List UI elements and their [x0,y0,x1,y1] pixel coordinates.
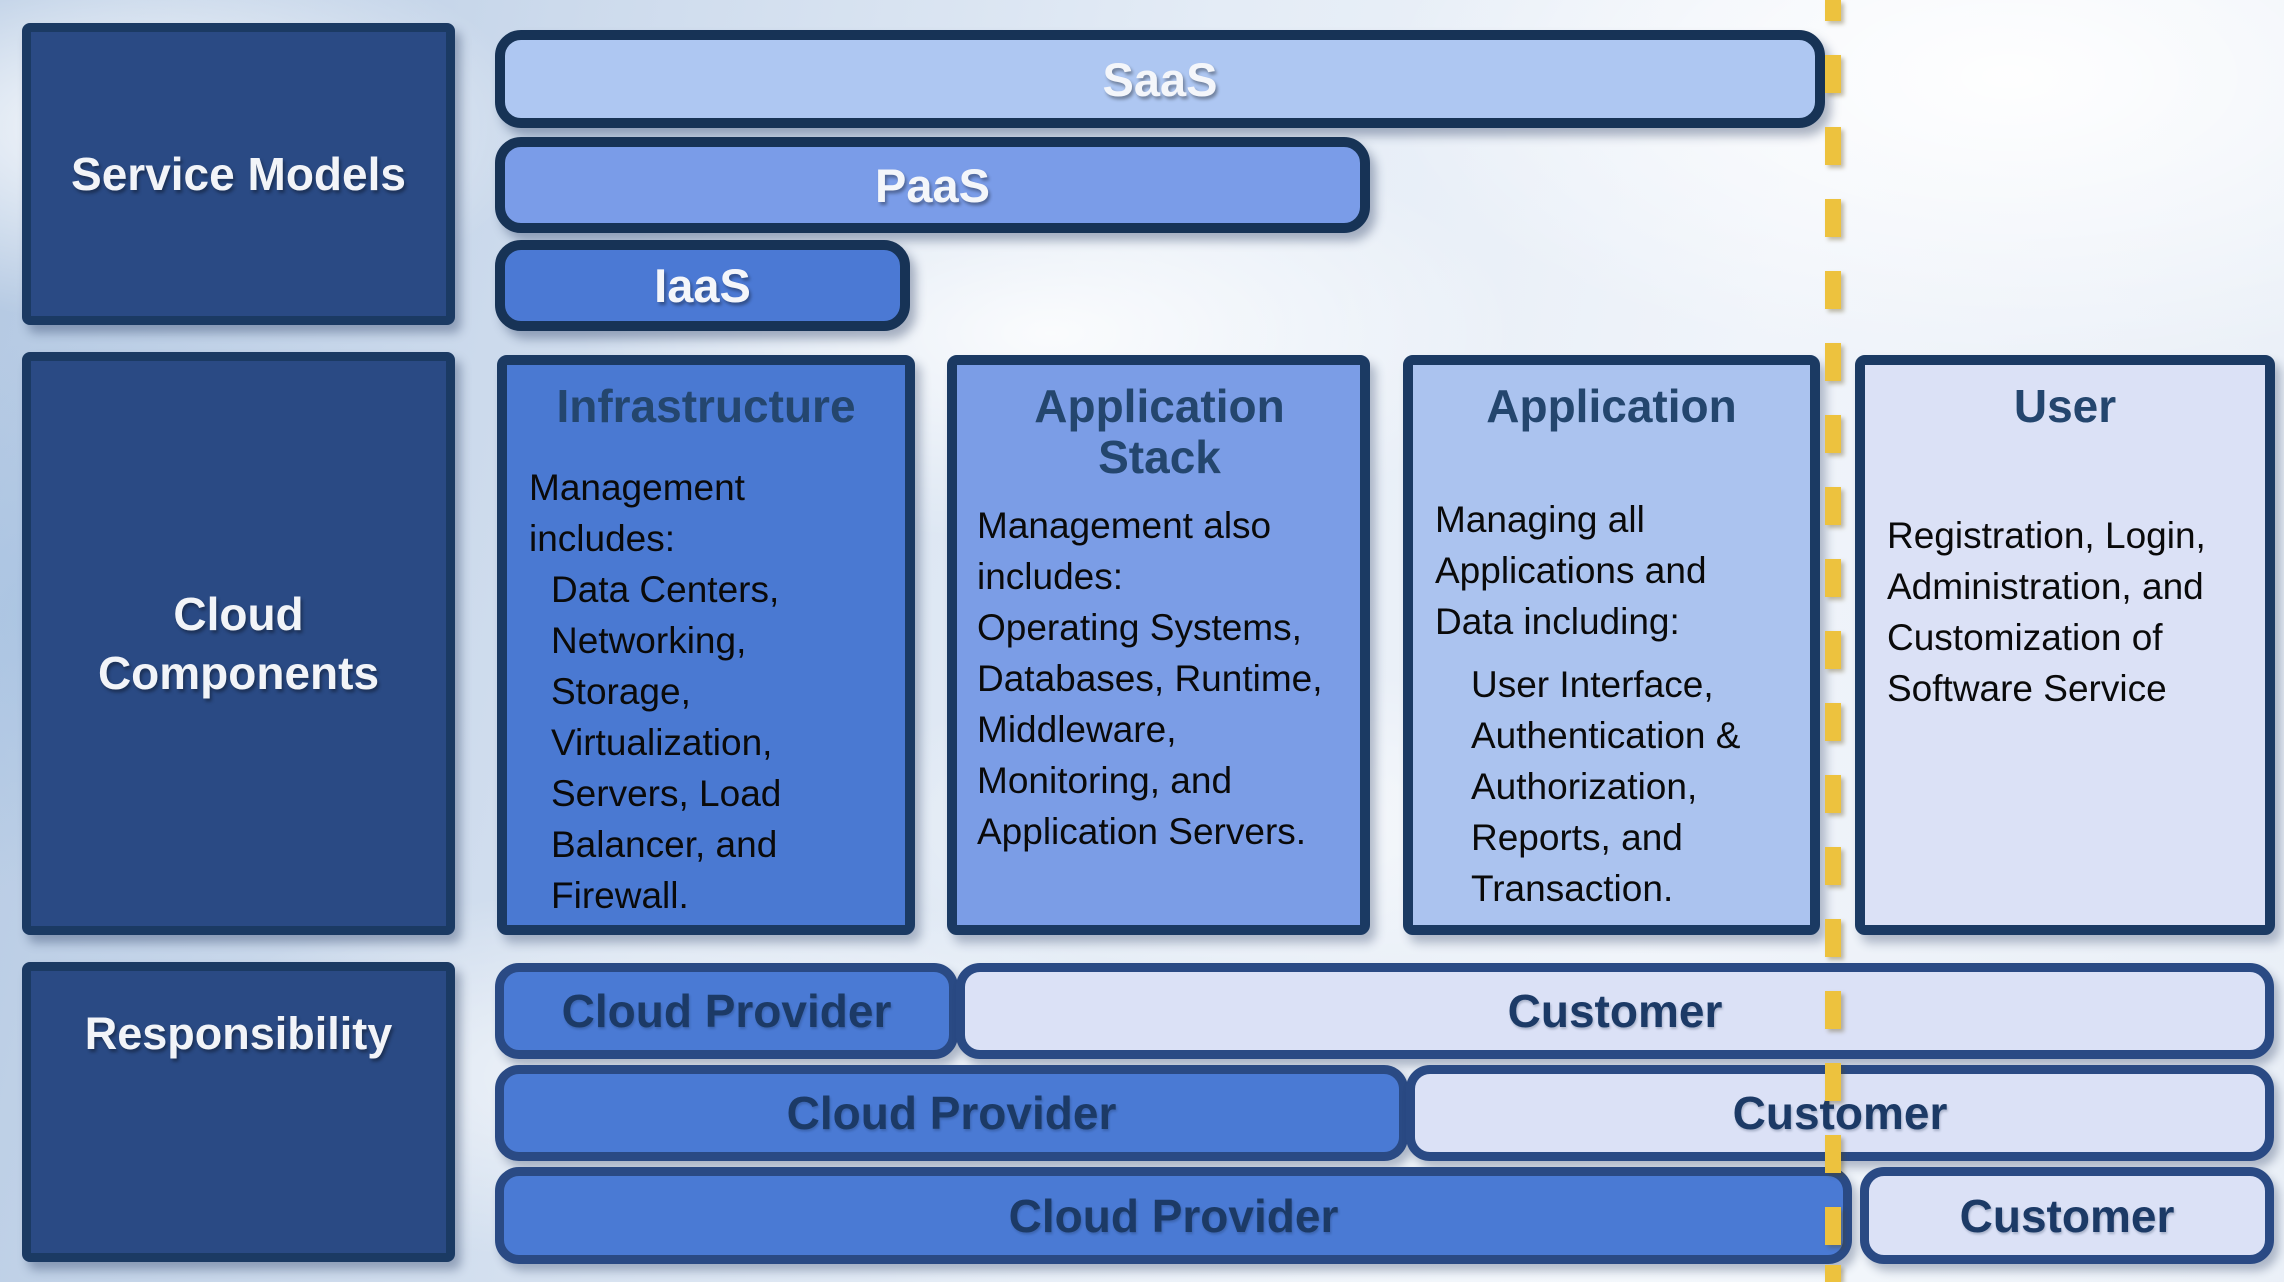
application-intro: Managing all Applications and Data inclu… [1435,498,1707,642]
row3-cloud-provider-box: Cloud Provider [495,1167,1852,1264]
iaas-bar: IaaS [495,240,910,331]
infrastructure-card: Infrastructure Management includes: Data… [497,355,915,935]
application-stack-title: Application Stack [1034,380,1285,483]
provider-customer-divider-line [1825,0,1841,1282]
row3-cloud-provider-label: Cloud Provider [1008,1189,1339,1242]
row2-cloud-provider-label: Cloud Provider [786,1087,1117,1139]
application-stack-intro: Management also includes: [977,505,1272,598]
infrastructure-title: Infrastructure [556,380,856,432]
application-stack-card: Application Stack Management also includ… [947,355,1370,935]
iaas-label: IaaS [654,259,751,312]
service-models-label: Service Models [71,147,406,200]
application-items: User Interface, Authentication & Authori… [1471,663,1741,909]
responsibility-label: Responsibility [84,1008,393,1059]
row1-customer-box: Customer [956,963,2274,1059]
paas-bar: PaaS [495,137,1370,233]
application-title: Application [1486,380,1737,432]
row3-customer-label: Customer [1959,1189,2175,1242]
row2-cloud-provider-box: Cloud Provider [495,1065,1408,1161]
saas-label: SaaS [1102,52,1218,106]
infrastructure-intro: Management includes: [529,466,745,559]
application-stack-items: Operating Systems, Databases, Runtime, M… [977,607,1323,853]
saas-bar: SaaS [495,30,1825,128]
paas-label: PaaS [875,158,990,212]
user-card: User Registration, Login, Administration… [1855,355,2275,935]
row-label-cloud-components: Cloud Components [22,352,455,935]
cloud-components-label: Cloud Components [97,587,380,699]
application-card: Application Managing all Applications an… [1403,355,1820,935]
row3-customer-box: Customer [1860,1167,2274,1264]
row-label-service-models: Service Models [22,23,455,325]
user-intro: Registration, Login, Administration, and… [1887,514,2206,709]
row1-customer-label: Customer [1507,985,1723,1037]
row1-cloud-provider-label: Cloud Provider [561,985,892,1037]
row-label-responsibility: Responsibility [22,962,455,1262]
row1-cloud-provider-box: Cloud Provider [495,963,958,1059]
infrastructure-items: Data Centers, Networking, Storage, Virtu… [551,568,782,916]
user-title: User [2013,380,2117,432]
